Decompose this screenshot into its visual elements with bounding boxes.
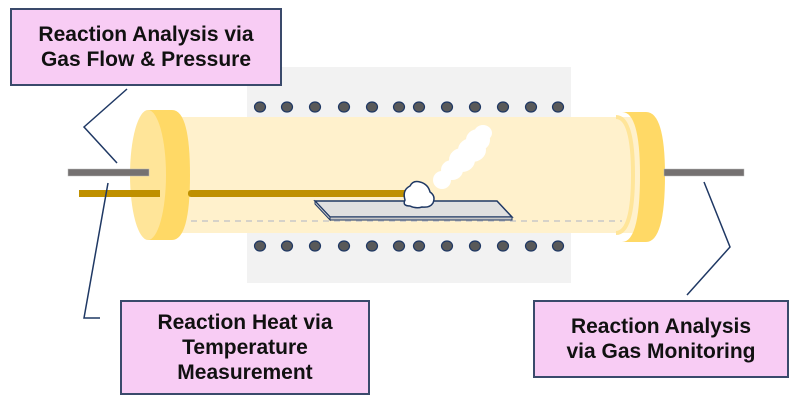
heater-coil-dot	[551, 240, 565, 252]
thermocouple-rod	[188, 190, 420, 197]
heater-coil-dot	[280, 240, 294, 252]
heater-coil-dot	[440, 240, 454, 252]
heater-coil-dot	[524, 101, 538, 113]
leader-line-gas-monitoring	[686, 181, 731, 296]
heater-coil-dot	[337, 101, 351, 113]
heater-coil-dot	[392, 101, 406, 113]
heater-coil-dot	[337, 240, 351, 252]
heater-coil-dot	[524, 240, 538, 252]
leader-line-reaction-heat	[83, 182, 109, 319]
heater-coil-dot	[468, 240, 482, 252]
sample-powder	[403, 180, 435, 209]
heater-coils-bottom	[253, 240, 565, 252]
heater-coil-dot	[551, 101, 565, 113]
gas-inlet-pipe	[67, 168, 150, 177]
right-end-cap	[615, 112, 665, 242]
label-line: Reaction Analysis via	[38, 23, 254, 46]
label-line: Temperature	[182, 336, 308, 359]
heater-coil-dot	[308, 101, 322, 113]
label-gas-monitoring: Reaction Analysis via Gas Monitoring	[533, 300, 789, 378]
label-line: via Gas Monitoring	[566, 340, 756, 363]
thermocouple-outer	[79, 190, 160, 197]
heater-coil-dot	[440, 101, 454, 113]
label-gas-flow-pressure: Reaction Analysis via Gas Flow & Pressur…	[10, 8, 282, 86]
heater-coils-top	[253, 101, 565, 113]
heater-coil-dot	[280, 101, 294, 113]
label-line: Reaction Analysis	[570, 315, 752, 338]
heater-coil-dot	[365, 101, 379, 113]
heater-coil-dot	[253, 101, 267, 113]
reaction-smoke	[433, 125, 492, 189]
heater-coil-dot	[468, 101, 482, 113]
heater-coil-dot	[412, 240, 426, 252]
label-reaction-heat: Reaction Heat via Temperature Measuremen…	[120, 300, 370, 395]
heater-coil-dot	[496, 101, 510, 113]
heater-coil-dot	[412, 101, 426, 113]
gas-outlet-pipe	[663, 168, 745, 177]
heater-coil-dot	[308, 240, 322, 252]
heater-coil-dot	[365, 240, 379, 252]
heater-coil-dot	[392, 240, 406, 252]
label-line: Gas Flow & Pressure	[40, 48, 252, 71]
sample-boat	[313, 199, 514, 222]
label-line: Measurement	[177, 361, 313, 384]
label-line: Reaction Heat via	[157, 311, 333, 334]
heater-coil-dot	[253, 240, 267, 252]
heater-coil-dot	[496, 240, 510, 252]
leader-line-gas-flow	[82, 88, 128, 164]
